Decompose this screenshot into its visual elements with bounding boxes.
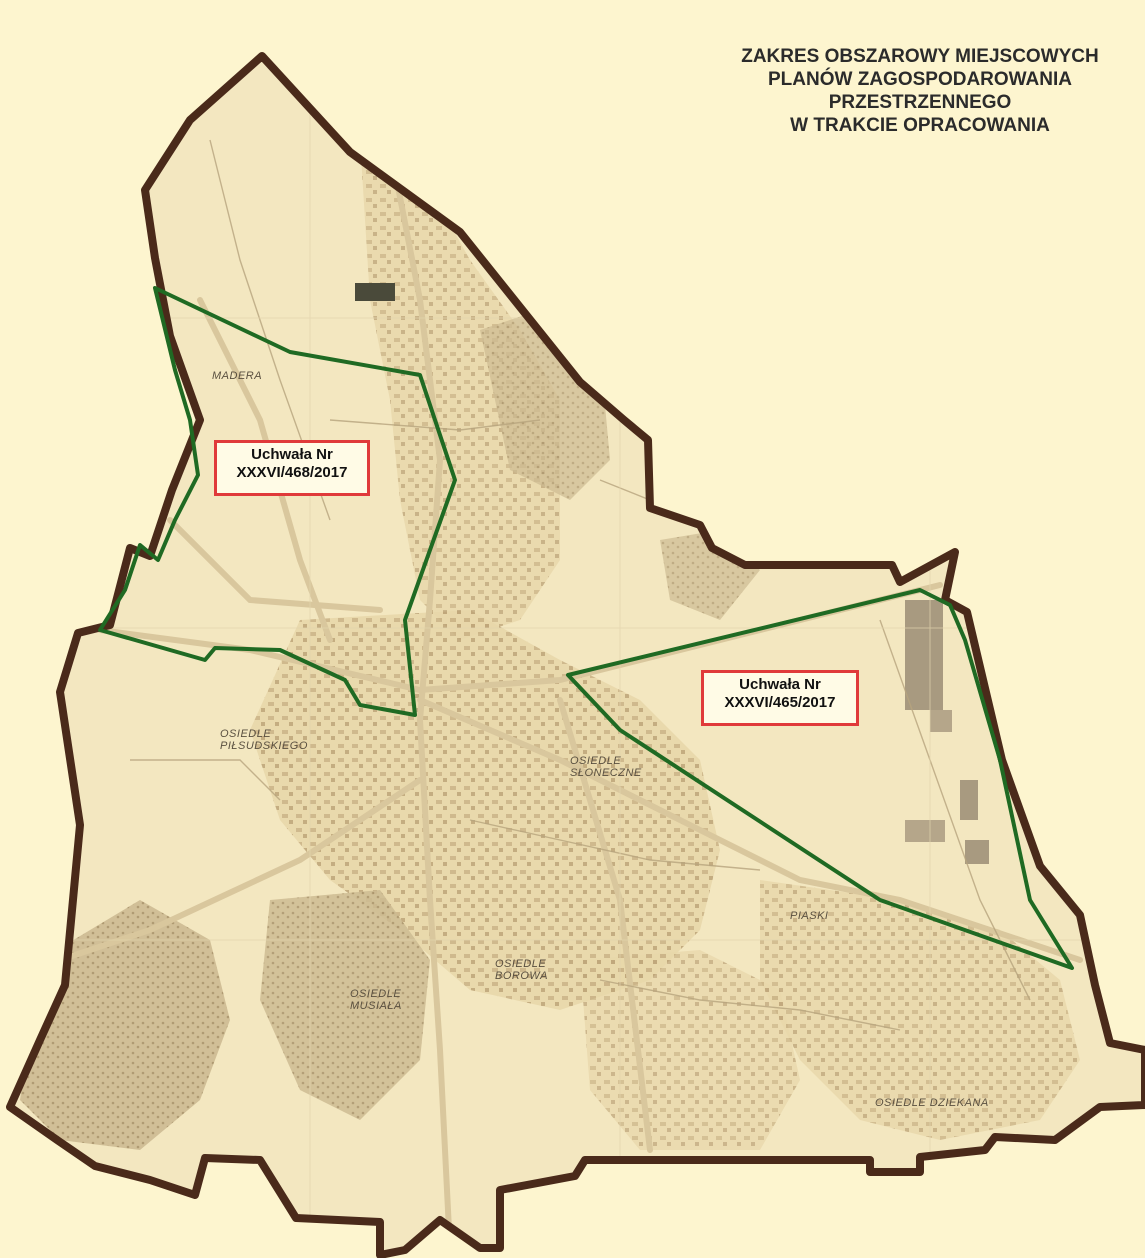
resolution-label-line: XXXVI/468/2017 [236, 464, 348, 481]
plan-area-465-boundary [566, 588, 1074, 970]
place-label-dziekana: OSIEDLE DZIEKANA [875, 1097, 989, 1109]
resolution-label-465: Uchwała Nr XXXVI/465/2017 [701, 670, 859, 726]
place-label-line: PIŁSUDSKIEGO [220, 740, 308, 752]
map-title: ZAKRES OBSZAROWY MIEJSCOWYCH PLANÓW ZAGO… [690, 45, 1145, 137]
map-title-line: ZAKRES OBSZAROWY MIEJSCOWYCH [741, 46, 1099, 67]
place-label-line: SŁONECZNE [570, 767, 642, 779]
place-label-line: BOROWA [495, 970, 548, 982]
place-label-musiala: OSIEDLE MUSIAŁA [350, 988, 402, 1012]
place-label-borowa: OSIEDLE BOROWA [495, 958, 548, 982]
resolution-label-line: Uchwała Nr [251, 446, 333, 463]
resolution-label-line: XXXVI/465/2017 [724, 694, 836, 711]
place-label-piaski: PIASKI [790, 910, 829, 922]
plan-area-468-boundary [98, 286, 457, 717]
place-label-line: OSIEDLE [220, 728, 272, 740]
map-title-line: W TRAKCIE OPRACOWANIA [790, 115, 1050, 136]
map-title-line: PLANÓW ZAGOSPODAROWANIA [768, 69, 1072, 90]
city-boundary [6, 52, 1145, 1258]
place-label-pilsudskiego: OSIEDLE PIŁSUDSKIEGO [220, 728, 308, 752]
place-label-madera: MADERA [212, 370, 263, 382]
place-label-line: OSIEDLE [350, 988, 402, 1000]
map-title-line: PRZESTRZENNEGO [828, 92, 1012, 113]
resolution-label-468: Uchwała Nr XXXVI/468/2017 [214, 440, 370, 496]
place-label-sloneczne: OSIEDLE SŁONECZNE [570, 755, 642, 779]
place-label-line: OSIEDLE [495, 958, 547, 970]
resolution-label-line: Uchwała Nr [739, 676, 821, 693]
place-label-line: MUSIAŁA [350, 1000, 402, 1012]
place-label-line: OSIEDLE [570, 755, 622, 767]
